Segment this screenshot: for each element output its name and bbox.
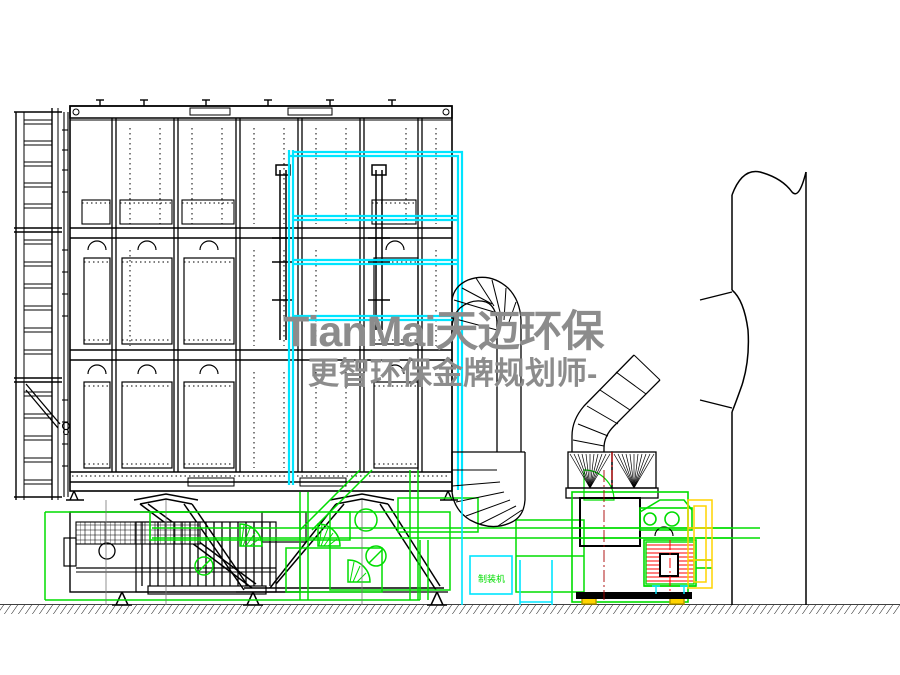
exhaust-stack [699,170,807,605]
cyan-foundation-marks [461,490,553,605]
access-ladder-platform [14,108,71,500]
fan-motor [645,540,695,592]
main-duct-elbow-right [571,354,661,452]
main-duct-elbow-left [451,276,526,528]
inlet-transition-box [565,451,659,499]
baghouse-filter-housing [66,99,458,501]
ground-line [0,604,900,614]
induced-draft-fan [571,470,760,605]
fan-unit-label: 制装机 [478,573,505,584]
cyan-service-piping [287,150,464,490]
dimension-grid-lines [105,500,363,605]
screw-conveyor-unit [63,511,307,595]
